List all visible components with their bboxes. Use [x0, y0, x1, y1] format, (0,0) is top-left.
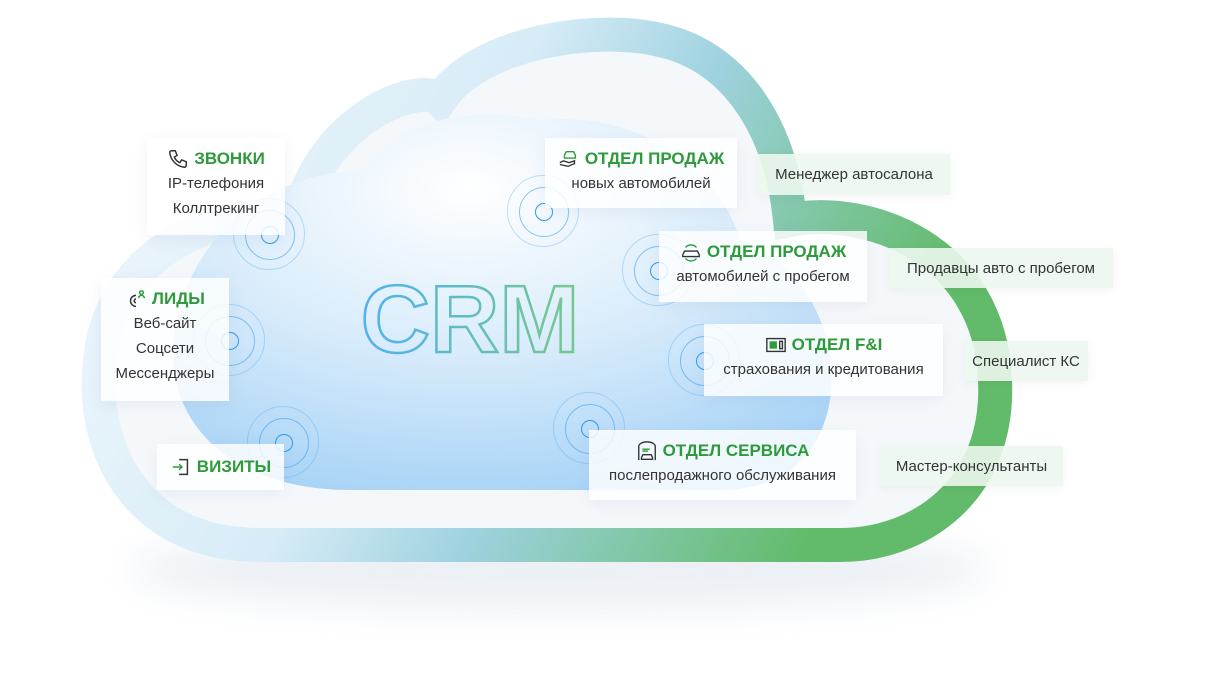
role-label: Менеджер автосалона	[758, 154, 950, 195]
role-label: Мастер-консультанты	[880, 446, 1063, 486]
car-service-icon	[637, 441, 656, 461]
calculator-icon	[765, 337, 786, 353]
role-label: Продавцы авто с пробегом	[889, 248, 1113, 288]
dept-fi: ОТДЕЛ F&I страхования и кредитования	[704, 324, 943, 396]
phone-icon	[169, 150, 188, 168]
car-hand-icon	[559, 150, 576, 168]
role-label: Специалист КС	[964, 341, 1088, 381]
pulse-marker	[507, 175, 579, 247]
lead-magnet-icon	[129, 290, 146, 308]
crm-label: CRM	[361, 266, 580, 373]
channel-calls: ЗВОНКИ IP-телефония Коллтрекинг	[147, 138, 285, 235]
inner-cloud	[172, 114, 832, 490]
car-exchange-icon	[681, 244, 700, 262]
channel-leads: ЛИДЫ Веб-сайт Соцсети Мессенджеры	[101, 278, 229, 401]
dept-used-sales: ОТДЕЛ ПРОДАЖ автомобилей с пробегом	[659, 231, 867, 302]
channel-visits: ВИЗИТЫ	[157, 444, 284, 490]
sign-in-icon	[172, 458, 188, 476]
dept-new-sales: ОТДЕЛ ПРОДАЖ новых автомобилей	[545, 138, 737, 208]
dept-service: ОТДЕЛ СЕРВИСА послепродажного обслуживан…	[589, 430, 856, 500]
